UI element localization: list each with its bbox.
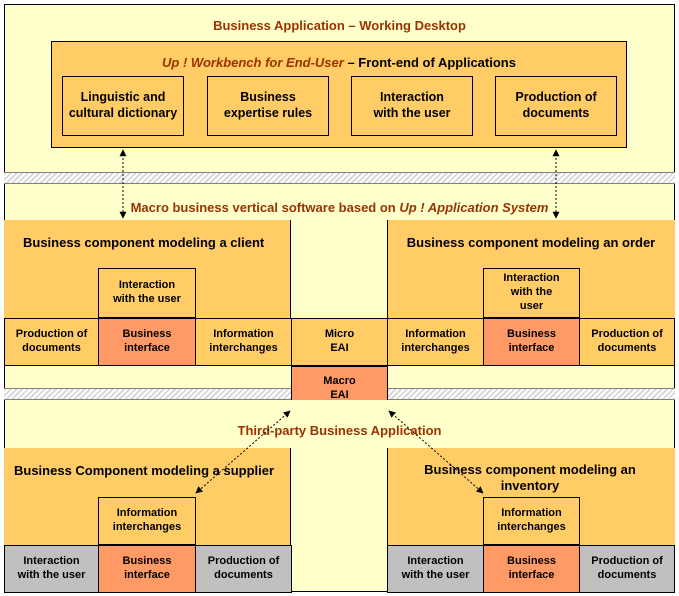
workbench-title-rest: – Front-end of Applications bbox=[343, 55, 516, 70]
production-documents-box: Production of documents bbox=[495, 76, 617, 136]
supplier-business-interface-box: Business interface bbox=[98, 545, 196, 593]
client-information-box: Information interchanges bbox=[195, 318, 292, 366]
macro-title-prefix: Macro business vertical software based o… bbox=[130, 200, 400, 215]
supplier-interaction-box: Interaction with the user bbox=[4, 545, 99, 593]
linguistic-dictionary-box: Linguistic and cultural dictionary bbox=[62, 76, 184, 136]
client-business-interface-box: Business interface bbox=[98, 318, 196, 366]
inventory-production-box: Production of documents bbox=[579, 545, 675, 593]
inventory-information-box: Information interchanges bbox=[483, 497, 580, 545]
business-expertise-rules-box: Business expertise rules bbox=[207, 76, 329, 136]
third-party-title: Third-party Business Application bbox=[237, 423, 442, 438]
client-component-title: Business component modeling a client bbox=[23, 235, 265, 250]
supplier-production-box: Production of documents bbox=[195, 545, 292, 593]
workbench-title-italic: Up ! Workbench for End-User bbox=[162, 55, 344, 70]
micro-eai-box: Micro EAI bbox=[291, 318, 388, 366]
order-information-box: Information interchanges bbox=[387, 318, 484, 366]
inventory-component-title: Business component modeling an inventory bbox=[424, 462, 636, 493]
client-interaction-box: Interaction with the user bbox=[98, 268, 196, 318]
order-business-interface-box: Business interface bbox=[483, 318, 580, 366]
order-production-box: Production of documents bbox=[579, 318, 675, 366]
macro-title-italic: Up ! Application System bbox=[399, 200, 549, 215]
macro-software-title: Macro business vertical software based o… bbox=[4, 200, 675, 215]
supplier-information-box: Information interchanges bbox=[98, 497, 196, 545]
supplier-component-title: Business Component modeling a supplier bbox=[14, 463, 275, 478]
working-desktop-title: Business Application – Working Desktop bbox=[213, 18, 466, 33]
workbench-title: Up ! Workbench for End-User – Front-end … bbox=[51, 55, 627, 70]
inventory-interaction-box: Interaction with the user bbox=[387, 545, 484, 593]
client-production-box: Production of documents bbox=[4, 318, 99, 366]
order-component-title: Business component modeling an order bbox=[406, 235, 656, 250]
separator-band-top bbox=[4, 172, 675, 184]
interaction-user-box: Interaction with the user bbox=[351, 76, 473, 136]
inventory-business-interface-box: Business interface bbox=[483, 545, 580, 593]
order-interaction-box: Interaction with the user bbox=[483, 268, 580, 318]
